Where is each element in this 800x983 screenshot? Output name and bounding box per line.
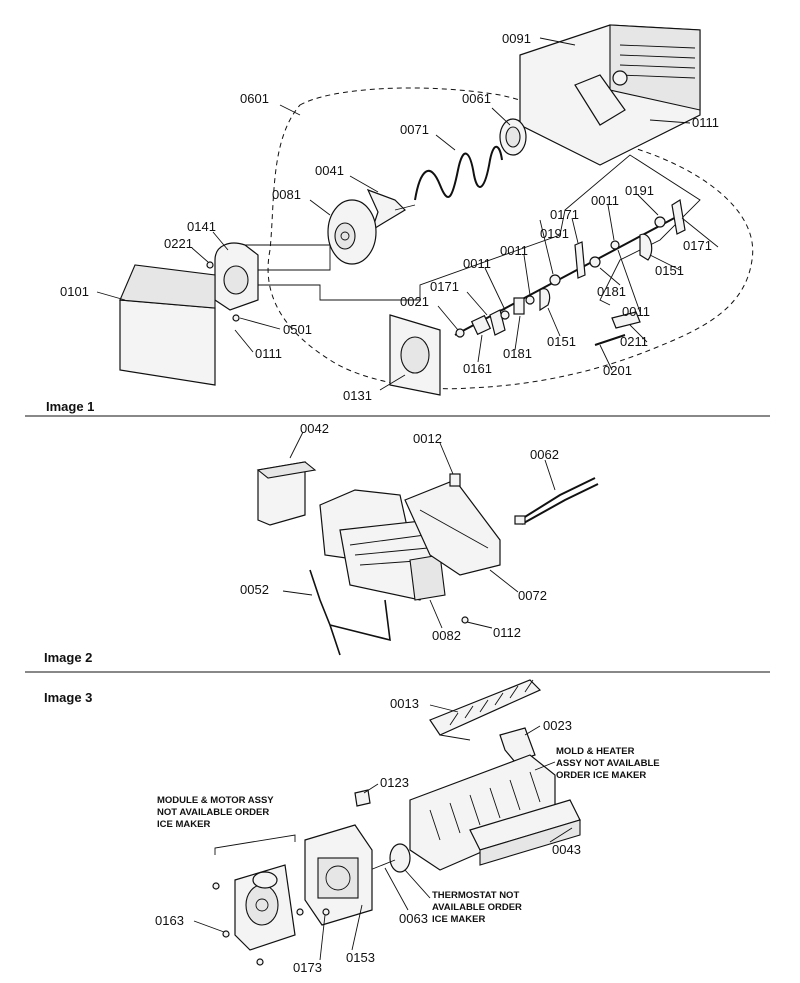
label-0011-b: 0011 [500,243,528,258]
blade-0041 [366,188,416,232]
gear-icon [654,216,666,228]
motor-module [234,864,296,951]
screw-icon [212,882,220,890]
label-0052: 0052 [240,582,269,597]
gear-icon [549,274,561,286]
clip-0012 [449,473,461,487]
label-0063: 0063 [399,911,428,926]
label-0601: 0601 [240,91,269,106]
label-0011-a: 0011 [463,256,491,271]
clip-0123 [354,789,371,807]
label-0151-a: 0151 [547,334,576,349]
screw-icon [222,930,230,938]
label-0173: 0173 [293,960,322,975]
label-0012: 0012 [413,431,442,446]
drive-shaft-assembly [454,199,686,346]
note-thermostat-line-3: ICE MAKER [432,914,485,925]
label-0042: 0042 [300,421,329,436]
harness-0062 [514,477,599,525]
label-0181-a: 0181 [503,346,532,361]
label-0163: 0163 [155,913,184,928]
label-0082: 0082 [432,628,461,643]
assembly-boundary-0601 [267,87,754,390]
note-mold-line-1: MOLD & HEATER [556,746,635,757]
label-0062: 0062 [530,447,559,462]
label-0043: 0043 [552,842,581,857]
note-thermostat-line-2: AVAILABLE ORDER [432,902,522,913]
label-0111: 0111 [692,115,719,130]
cover-0042 [256,461,317,526]
ejector-0013 [429,679,542,741]
leader-lines-image-2 [282,431,556,629]
panel-title-image-1: Image 1 [46,399,94,414]
label-0123: 0123 [380,775,409,790]
screw-icon [206,261,214,269]
spring-icon [414,145,503,201]
panel-image-2: 0042 0012 0062 0052 0082 0072 0112 Image… [44,421,599,665]
label-0101: 0101 [60,284,89,299]
note-thermostat-line-1: THERMOSTAT NOT [432,890,519,901]
module-housing [304,824,373,926]
panel-image-3: Image 3 [44,679,660,975]
fan-0081 [327,199,377,265]
label-0161: 0161 [463,361,492,376]
mounting-plate-0131 [389,314,441,396]
front-cover-0101 [119,264,216,386]
label-0501: 0501 [283,322,312,337]
label-0091: 0091 [502,31,531,46]
label-0141: 0141 [187,219,216,234]
label-0011-c: 0011 [591,193,619,208]
screw-icon [461,616,469,624]
label-0072: 0072 [518,588,547,603]
label-0153: 0153 [346,950,375,965]
note-mold-line-2: ASSY NOT AVAILABLE [556,758,660,769]
thermostat-0063 [369,843,411,873]
heater-bar-0043 [469,799,581,866]
label-0011-d: 0011 [622,304,650,319]
motor-housing-0141 [214,242,259,311]
label-0013: 0013 [390,696,419,711]
note-module-line-1: MODULE & MOTOR ASSY [157,795,274,806]
label-0111-b: 0111 [255,346,282,361]
label-0081: 0081 [272,187,301,202]
housing-outline [240,154,701,306]
label-0171-a: 0171 [430,279,459,294]
note-bracket [214,834,296,855]
screw-icon [256,958,264,966]
label-0211: 0211 [620,334,648,349]
ice-maker-body-0082 [319,489,446,601]
note-module-line-2: NOT AVAILABLE ORDER [157,807,269,818]
label-0021: 0021 [400,294,429,309]
label-0191-a: 0191 [540,226,569,241]
panel-title-image-2: Image 2 [44,650,92,665]
note-mold-line-3: ORDER ICE MAKER [556,770,646,781]
label-0023: 0023 [543,718,572,733]
leader-lines-image-3 [193,704,573,961]
label-0071: 0071 [400,122,429,137]
note-module-line-3: ICE MAKER [157,819,210,830]
label-0221: 0221 [164,236,193,251]
label-0171-c: 0171 [683,238,712,253]
label-0171-b: 0171 [550,207,579,222]
ice-bin-0091 [519,24,701,166]
feeler-arm-0052 [309,569,391,656]
leader-lines-image-1 [96,37,719,391]
panel-title-image-3: Image 3 [44,690,92,705]
screw-icon [232,314,240,322]
label-0131: 0131 [343,388,372,403]
flange-0061 [499,118,527,156]
label-0041: 0041 [315,163,344,178]
screw-icon [322,908,330,916]
panel-image-1: 0091 0601 0061 0111 0071 0041 0081 0141 … [46,24,754,414]
screw-icon [296,908,304,916]
label-0191-b: 0191 [625,183,654,198]
label-0181-b: 0181 [597,284,626,299]
label-0201: 0201 [603,363,632,378]
label-0151-b: 0151 [655,263,684,278]
label-0112: 0112 [493,625,521,640]
label-0061: 0061 [462,91,491,106]
